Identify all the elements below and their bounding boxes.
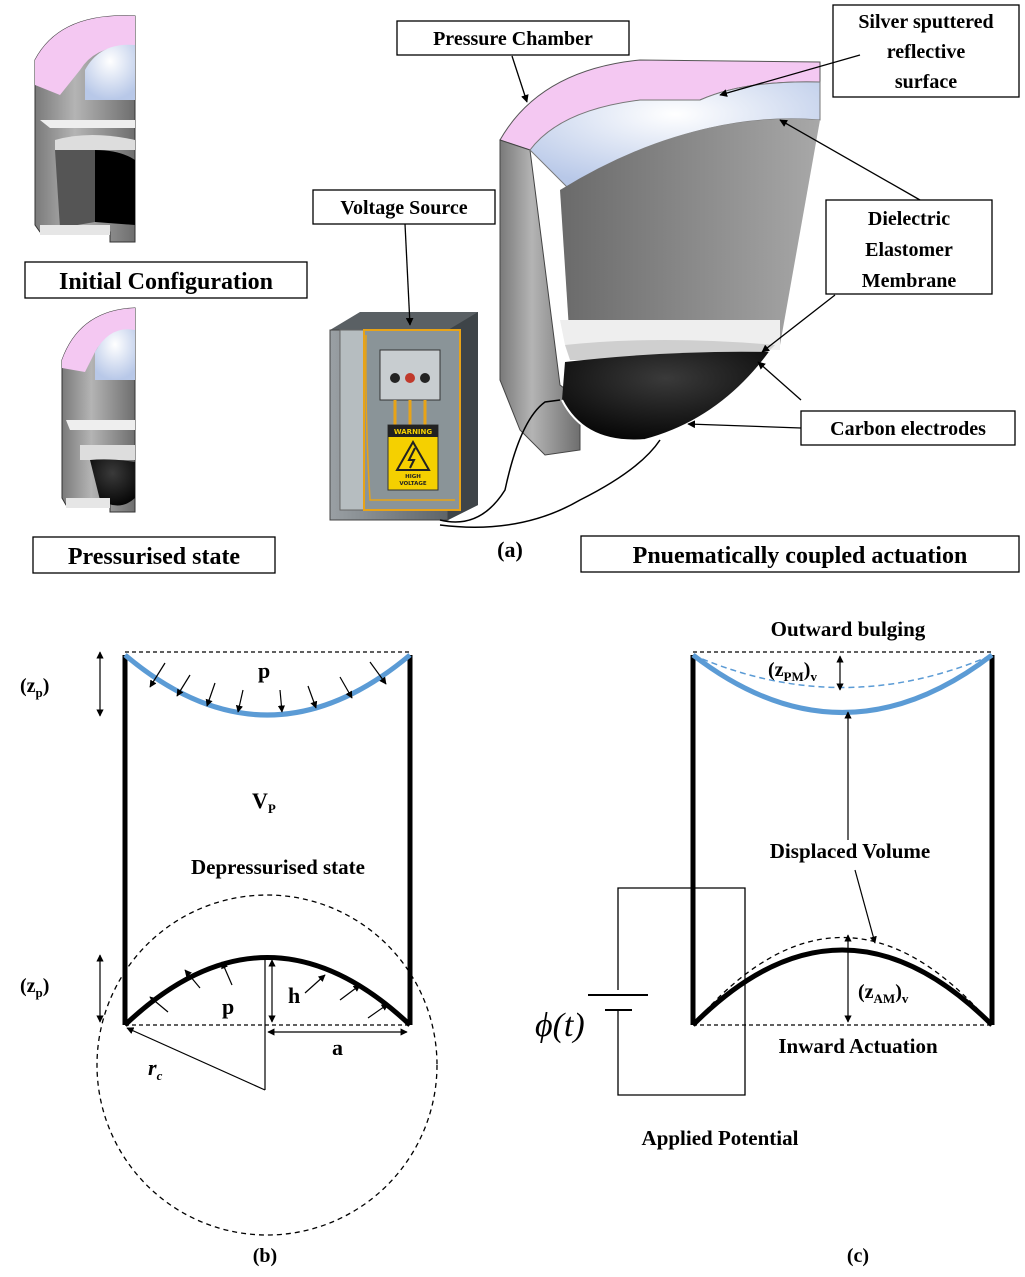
p-top-label: p bbox=[258, 658, 270, 683]
label-initial-configuration: Initial Configuration bbox=[24, 261, 308, 299]
panel-c-arrows bbox=[836, 655, 877, 1023]
panel-c-labels: Outward bulging (zPM)v Displaced Volume … bbox=[535, 617, 938, 1267]
p-bottom-label: p bbox=[222, 994, 234, 1019]
svg-text:surface: surface bbox=[895, 71, 957, 93]
depressurised-label: Depressurised state bbox=[191, 855, 365, 879]
svg-text:Carbon electrodes: Carbon electrodes bbox=[830, 418, 986, 440]
svg-text:Pnuematically coupled actuatio: Pnuematically coupled actuation bbox=[633, 543, 968, 569]
panel-b-dimension-lines bbox=[96, 651, 408, 1091]
voltage-text: VOLTAGE bbox=[399, 481, 427, 487]
initial-cylinder bbox=[34, 15, 136, 243]
svg-text:Pressure Chamber: Pressure Chamber bbox=[433, 28, 593, 50]
panel-b-labels: (zp) p VP Depressurised state (zp) p h a… bbox=[20, 658, 365, 1267]
caption-a: (a) bbox=[497, 537, 523, 562]
displaced-volume-label: Displaced Volume bbox=[770, 839, 930, 863]
caption-b: (b) bbox=[253, 1245, 277, 1267]
panel-a-arrows bbox=[404, 54, 921, 429]
svg-text:Pressurised state: Pressurised state bbox=[68, 544, 241, 570]
zp-bottom-label: (zp) bbox=[20, 975, 49, 1000]
label-carbon-electrodes: Carbon electrodes bbox=[800, 410, 1016, 446]
svg-text:Membrane: Membrane bbox=[862, 270, 957, 292]
h-label: h bbox=[288, 983, 300, 1008]
applied-potential-label: Applied Potential bbox=[642, 1126, 799, 1150]
vp-label: VP bbox=[252, 788, 276, 816]
electrode-wires bbox=[439, 399, 661, 528]
caption-c: (c) bbox=[847, 1245, 869, 1267]
phi-label: ϕ(t) bbox=[535, 1007, 585, 1044]
large-cylinder bbox=[499, 59, 821, 456]
panel-c-circuit bbox=[588, 887, 746, 1096]
outward-bulging-label: Outward bulging bbox=[771, 617, 926, 641]
label-pressure-chamber: Pressure Chamber bbox=[396, 20, 630, 56]
svg-text:Dielectric: Dielectric bbox=[868, 208, 950, 230]
zp-top-label: (zp) bbox=[20, 675, 49, 700]
label-voltage-source: Voltage Source bbox=[312, 189, 496, 225]
warning-text: WARNING bbox=[394, 428, 433, 436]
svg-text:Initial Configuration: Initial Configuration bbox=[59, 269, 273, 295]
label-pressurised-state: Pressurised state bbox=[32, 536, 276, 574]
label-pneumatic-actuation: Pnuematically coupled actuation bbox=[580, 535, 1020, 573]
voltage-source-cabinet: WARNING HIGH VOLTAGE bbox=[329, 312, 478, 521]
pressurised-cylinder bbox=[61, 307, 136, 513]
svg-text:Elastomer: Elastomer bbox=[865, 239, 953, 261]
panel-b-chamber bbox=[96, 651, 438, 1236]
label-silver-sputtered: Silver sputtered reflective surface bbox=[832, 4, 1020, 98]
label-dielectric-elastomer: Dielectric Elastomer Membrane bbox=[825, 199, 993, 295]
inward-actuation-label: Inward Actuation bbox=[778, 1034, 938, 1058]
zpm-label: (zPM)v bbox=[768, 659, 817, 684]
svg-text:Silver sputtered: Silver sputtered bbox=[858, 11, 993, 33]
svg-text:Voltage Source: Voltage Source bbox=[340, 197, 467, 219]
a-label: a bbox=[332, 1035, 343, 1060]
rc-label: rc bbox=[148, 1055, 163, 1083]
panel-b-pressure-arrows-bottom bbox=[149, 961, 389, 1019]
panel-b-pressure-arrows-top bbox=[149, 661, 387, 713]
svg-text:reflective: reflective bbox=[887, 41, 966, 63]
zam-label: (zAM)v bbox=[858, 981, 909, 1006]
high-text: HIGH bbox=[405, 474, 421, 480]
